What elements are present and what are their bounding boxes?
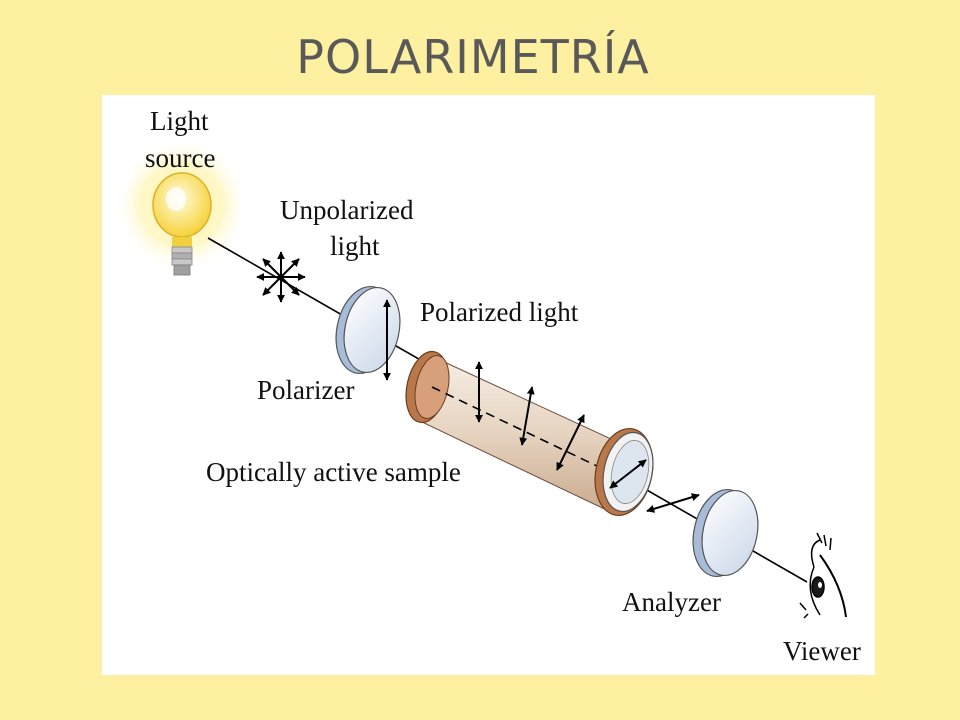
diagram-frame: Light source Unpolarized light Polarized… — [102, 95, 875, 675]
light-bulb-icon — [114, 137, 250, 276]
polarizer-disk — [335, 285, 401, 381]
label-polarizer: Polarizer — [257, 375, 354, 405]
eye-icon — [799, 532, 847, 619]
label-sample: Optically active sample — [206, 457, 461, 487]
label-light: Light — [150, 106, 209, 136]
label-unpolarized-light: light — [330, 231, 380, 261]
label-viewer: Viewer — [783, 636, 861, 666]
rotated-polarization-arrow — [646, 493, 700, 513]
analyzer-disk — [692, 488, 759, 578]
polarimeter-diagram: Light source Unpolarized light Polarized… — [114, 106, 861, 666]
label-unpolarized: Unpolarized — [280, 195, 414, 225]
label-analyzer: Analyzer — [622, 587, 721, 617]
sample-tube — [405, 350, 654, 517]
label-polarized-light: Polarized light — [420, 297, 579, 327]
slide-title: POLARIMETRÍA — [296, 30, 650, 84]
unpolarized-light-arrows — [256, 251, 306, 303]
label-source: source — [145, 143, 215, 173]
